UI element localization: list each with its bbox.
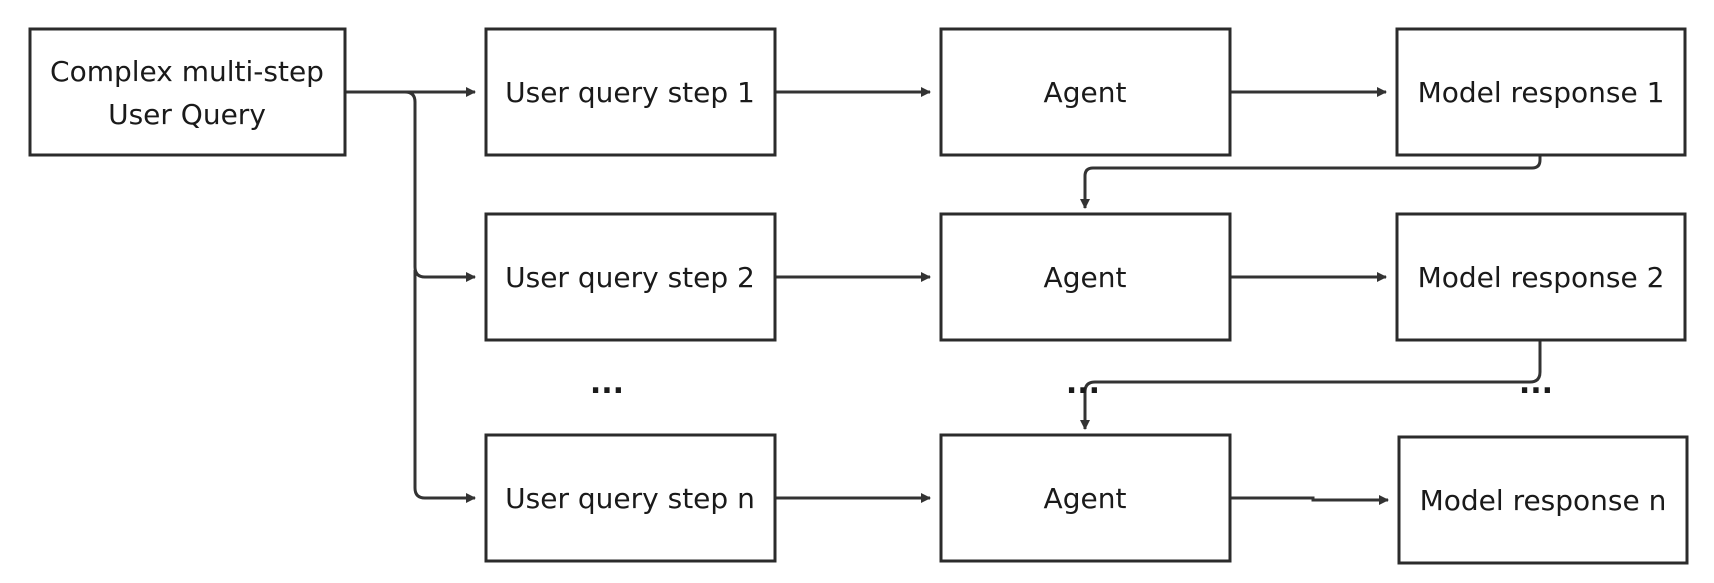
ellipsis-agent-column: ... xyxy=(1066,366,1100,401)
step-node-n: User query step n xyxy=(484,433,777,563)
response-node-2: Model response 2 xyxy=(1395,212,1687,342)
query-node: Complex multi-step User Query xyxy=(28,27,347,157)
arrow-response-1-to-agent-2 xyxy=(1080,156,1542,209)
agent-label-n: Agent xyxy=(1044,482,1127,515)
ellipsis-step-column: ... xyxy=(590,366,624,401)
response-label-1: Model response 1 xyxy=(1418,76,1665,109)
step-node-1: User query step 1 xyxy=(484,27,777,157)
response-label-2: Model response 2 xyxy=(1418,261,1665,294)
response-label-n: Model response n xyxy=(1420,484,1667,517)
agent-node-n: Agent xyxy=(939,433,1232,563)
agent-label-1: Agent xyxy=(1044,76,1127,109)
query-label-line-2: User Query xyxy=(108,98,266,131)
agent-node-1: Agent xyxy=(939,27,1232,157)
step-label-2: User query step 2 xyxy=(505,261,755,294)
arrow-agent-n-to-response-n xyxy=(1230,495,1389,505)
query-label-line-1: Complex multi-step xyxy=(50,55,324,88)
arrow-query-to-step-n xyxy=(413,270,476,503)
step-label-1: User query step 1 xyxy=(505,76,755,109)
response-node-1: Model response 1 xyxy=(1395,27,1687,157)
step-node-2: User query step 2 xyxy=(484,212,777,342)
agent-node-2: Agent xyxy=(939,212,1232,342)
connectors xyxy=(345,87,1542,505)
step-label-n: User query step n xyxy=(505,482,755,515)
arrow-query-to-step-2 xyxy=(404,90,476,282)
response-node-n: Model response n xyxy=(1397,435,1689,565)
ellipsis-response-column: ... xyxy=(1519,366,1553,401)
agent-label-2: Agent xyxy=(1044,261,1127,294)
arrow-response-2-to-agent-n xyxy=(1080,341,1542,430)
